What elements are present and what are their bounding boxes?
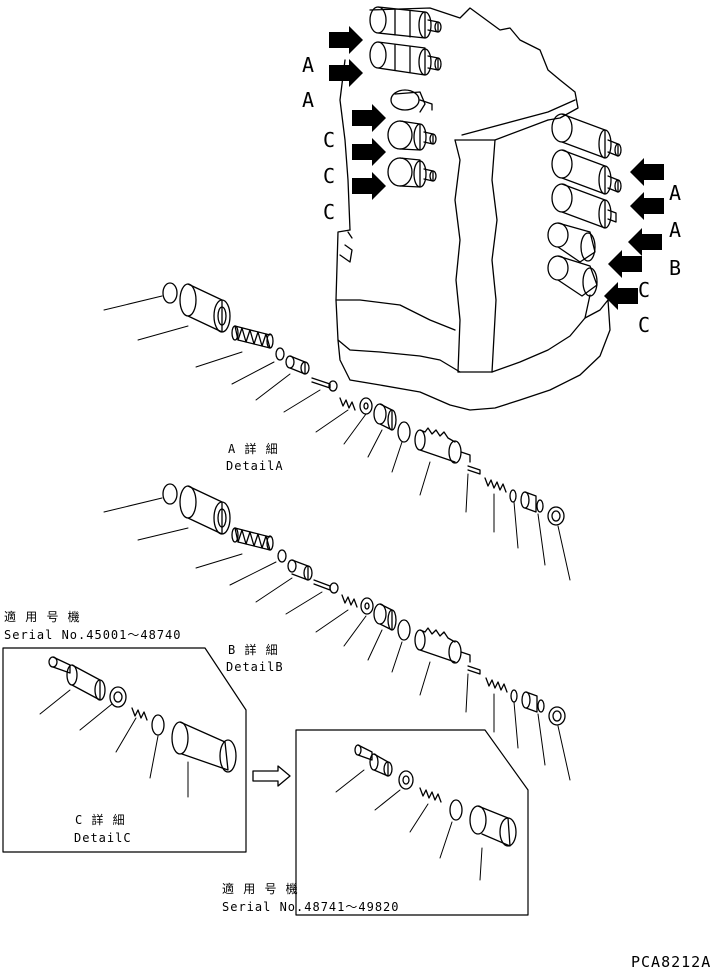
callout-right-4: C xyxy=(638,278,651,302)
callout-left-5: C xyxy=(323,200,336,224)
cartridge-a-lower-right xyxy=(551,149,622,195)
detail-a-leaders xyxy=(103,295,571,581)
cartridge-c1-left xyxy=(390,89,433,113)
sleeve-b xyxy=(179,485,231,535)
washer-c2 xyxy=(398,770,414,790)
seat-a xyxy=(359,397,373,415)
change-arrow xyxy=(252,765,291,787)
stopper-b xyxy=(287,559,313,581)
detail-c-box-left xyxy=(2,647,247,853)
spring-b xyxy=(231,527,274,551)
plug-a xyxy=(373,403,397,431)
detail-b-caption-jp: B 詳 細 xyxy=(228,643,279,657)
o-ring-c2 xyxy=(449,799,463,821)
serial-1-range: Serial No.45001～48740 xyxy=(4,628,182,642)
callout-left-1: A xyxy=(302,53,315,77)
callout-right-1: A xyxy=(669,181,682,205)
cartridge-a-upper-right xyxy=(551,113,622,159)
o-ring-a2 xyxy=(397,421,411,443)
cartridge-c2-left xyxy=(387,120,437,151)
nut-b xyxy=(521,691,545,713)
cartridge-c3-left xyxy=(387,157,437,188)
detail-b-exploded-parts xyxy=(162,483,566,726)
drawing-code: PCA8212A xyxy=(631,953,712,971)
o-ring-c1 xyxy=(151,714,165,736)
callout-right-3: B xyxy=(669,256,682,280)
detail-c1-leaders xyxy=(39,689,189,798)
spool-c2 xyxy=(354,744,393,777)
pin-b2 xyxy=(467,665,481,675)
detail-a-exploded-parts xyxy=(162,282,565,526)
stopper-a xyxy=(285,355,310,375)
valve-body-a xyxy=(414,427,471,464)
callout-arrows-left xyxy=(329,26,386,200)
ring-b3 xyxy=(510,689,518,703)
seat-b xyxy=(360,597,374,615)
cap-a xyxy=(547,506,565,526)
cap-b xyxy=(548,706,566,726)
small-spring-b xyxy=(341,594,358,608)
cartridge-c-lower-right xyxy=(547,255,598,297)
control-valve-body xyxy=(335,7,611,411)
detail-a-caption-en: DetailA xyxy=(226,459,284,473)
spring-c1 xyxy=(131,707,148,721)
washer-c1 xyxy=(109,686,127,708)
poppet-pin-b xyxy=(313,579,339,594)
washer-b1 xyxy=(277,549,287,563)
detail-b-caption-en: DetailB xyxy=(226,660,284,674)
valve-body-b xyxy=(414,627,471,664)
serial-1-label-jp: 適 用 号 機 xyxy=(4,610,81,624)
callout-right-2: A xyxy=(669,218,682,242)
plug-c1 xyxy=(171,721,237,773)
cartridge-a-lower-left xyxy=(369,41,442,76)
valve-right-cartridge-stack xyxy=(547,113,622,297)
serial-2-label-jp: 適 用 号 機 xyxy=(222,882,299,896)
cartridge-b-right xyxy=(551,183,617,229)
valve-left-cartridge-stack xyxy=(369,6,442,188)
plug-b xyxy=(373,603,397,631)
spring-b2 xyxy=(485,677,508,693)
o-ring-a1 xyxy=(162,282,178,304)
callout-left-2: A xyxy=(302,88,315,112)
washer-a1 xyxy=(275,347,285,361)
spring-a xyxy=(231,325,274,349)
sleeve-a xyxy=(179,283,231,333)
spool-c1 xyxy=(48,656,106,701)
callout-right-5: C xyxy=(638,313,651,337)
detail-c-box-right xyxy=(295,729,529,916)
detail-a-caption-jp: A 詳 細 xyxy=(228,442,279,456)
plug-c2 xyxy=(469,805,517,847)
cartridge-a-upper-left xyxy=(369,6,442,39)
poppet-pin-a xyxy=(311,377,338,392)
detail-c2-leaders xyxy=(335,769,483,881)
nut-a xyxy=(520,491,544,513)
spring-c2 xyxy=(419,787,442,803)
callout-left-3: C xyxy=(323,128,336,152)
cartridge-c-upper-right xyxy=(547,222,596,263)
spring-a2 xyxy=(484,477,507,493)
detail-b-leaders xyxy=(103,497,571,781)
detail-c-caption-jp: C 詳 細 xyxy=(75,813,126,827)
o-ring-b2 xyxy=(397,619,411,641)
o-ring-b1 xyxy=(162,483,178,505)
callout-left-4: C xyxy=(323,164,336,188)
detail-c-caption-en: DetailC xyxy=(74,831,132,845)
pin-a2 xyxy=(467,465,481,475)
ring-a3 xyxy=(509,489,517,503)
serial-2-range: Serial No.48741～49820 xyxy=(222,900,400,914)
callout-arrows-right xyxy=(604,158,664,310)
small-spring-a xyxy=(339,397,356,411)
